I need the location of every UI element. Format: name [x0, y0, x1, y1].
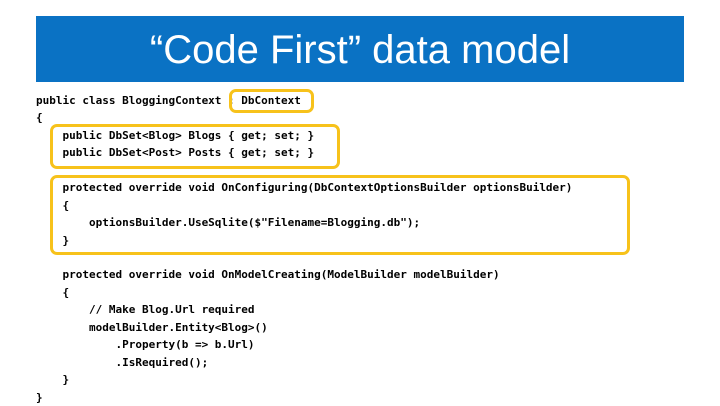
code-line: protected override void OnConfiguring(Db…	[36, 181, 573, 194]
code-line: }	[36, 373, 70, 386]
code-line: .Property(b => b.Url)	[36, 338, 255, 351]
title-bar: “Code First” data model	[36, 16, 684, 82]
code-line: }	[36, 391, 43, 404]
slide-title: “Code First” data model	[149, 28, 571, 72]
code-line: {	[36, 286, 70, 299]
code-line: optionsBuilder.UseSqlite($"Filename=Blog…	[36, 216, 421, 229]
code-line: {	[36, 199, 70, 212]
code-line: // Make Blog.Url required	[36, 303, 255, 316]
dbcontext-highlight	[229, 89, 314, 113]
code-line: public DbSet<Post> Posts { get; set; }	[36, 146, 315, 159]
code-line: public DbSet<Blog> Blogs { get; set; }	[36, 129, 315, 142]
onconfiguring-highlight	[50, 175, 630, 255]
code-line: }	[36, 234, 70, 247]
code-line: .IsRequired();	[36, 356, 209, 369]
code-line: {	[36, 111, 43, 124]
code-line: protected override void OnModelCreating(…	[36, 268, 500, 281]
dbset-highlight	[50, 124, 340, 169]
code-line: modelBuilder.Entity<Blog>()	[36, 321, 268, 334]
